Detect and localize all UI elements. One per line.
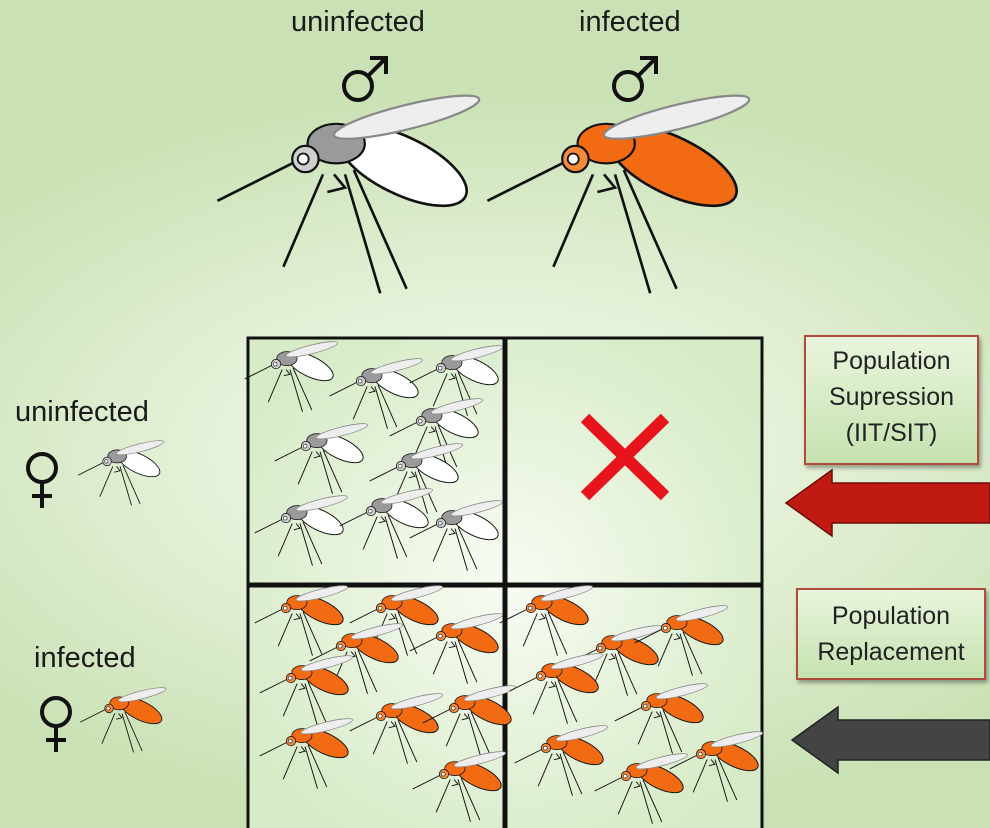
infected-male-mosquito-icon bbox=[487, 87, 752, 293]
population-suppression-box: Population Supression (IIT/SIT) bbox=[804, 335, 979, 465]
population-replacement-box: Population Replacement bbox=[796, 588, 986, 680]
suppression-arrow-icon bbox=[786, 470, 990, 536]
infected-female-mosquito-icon bbox=[80, 685, 167, 752]
replacement-line-1: Population bbox=[798, 598, 984, 634]
suppression-line-1: Population bbox=[806, 343, 977, 379]
suppression-line-3: (IIT/SIT) bbox=[806, 415, 977, 451]
suppression-line-2: Supression bbox=[806, 379, 977, 415]
replacement-arrow-icon bbox=[792, 707, 990, 773]
uninfected-female-mosquito-icon bbox=[78, 438, 165, 505]
replacement-line-2: Replacement bbox=[798, 634, 984, 670]
uninfected-male-mosquito-icon bbox=[217, 87, 482, 293]
